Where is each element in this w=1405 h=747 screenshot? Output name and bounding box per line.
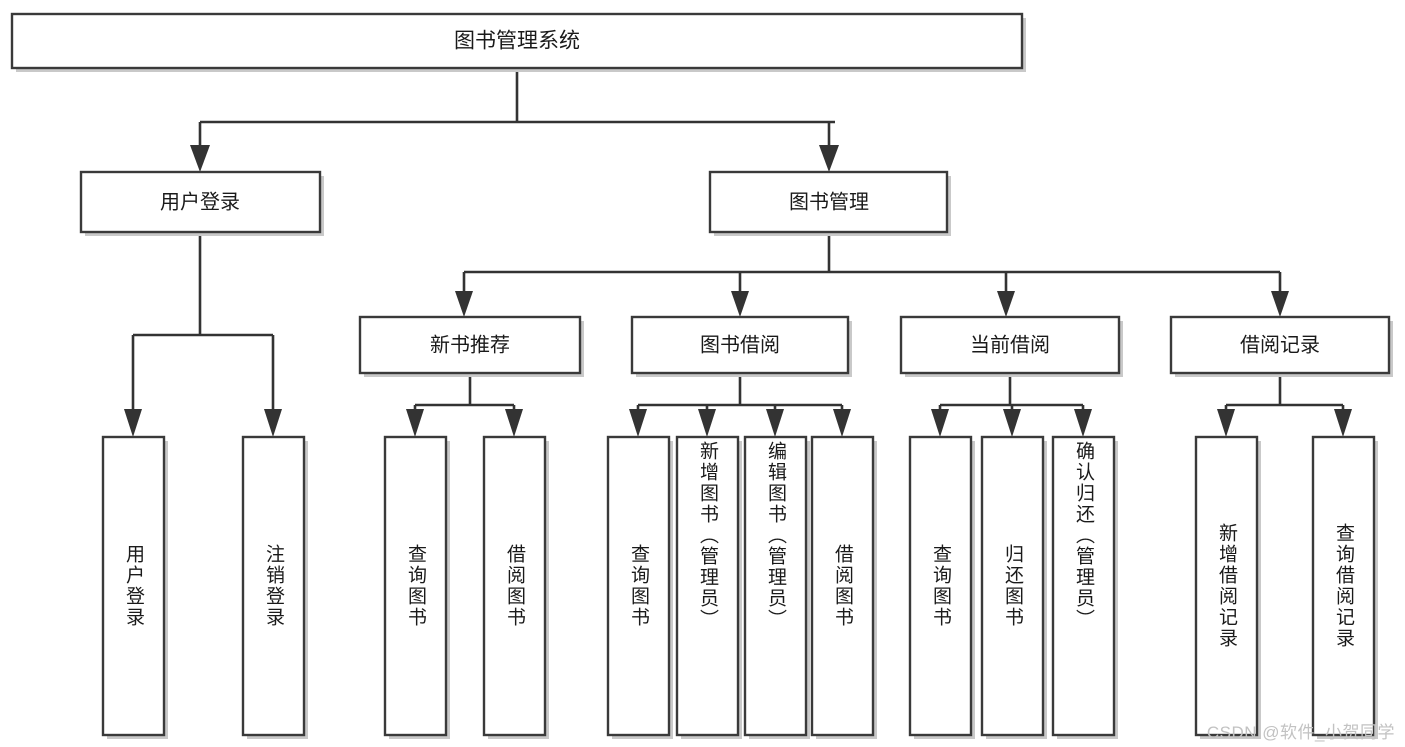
arrow-leaf-user-logout (264, 409, 282, 437)
node-user-login-label: 用户登录 (160, 190, 240, 213)
node-user-login[interactable]: 用户登录 (79, 170, 324, 236)
leaf-box-return-book[interactable] (980, 435, 1047, 739)
leaf-box-add-record[interactable] (1194, 435, 1261, 739)
leaf-box-confirm-return[interactable] (1051, 435, 1118, 739)
arrow-leaf-query-book-1 (406, 409, 424, 437)
arrow-leaf-add-record (1217, 409, 1235, 437)
node-book-borrow[interactable]: 图书借阅 (630, 315, 852, 377)
arrow-leaf-borrow-book-2 (833, 409, 851, 437)
leaf-box-add-book[interactable] (675, 435, 742, 739)
node-book-borrow-label: 图书借阅 (700, 333, 780, 356)
arrow-leaf-query-book-2 (629, 409, 647, 437)
node-book-manage-label: 图书管理 (789, 190, 869, 213)
node-book-manage[interactable]: 图书管理 (708, 170, 951, 236)
node-borrow-record-label: 借阅记录 (1240, 333, 1320, 356)
arrow-new-book-rec (455, 291, 473, 317)
arrow-user-login (190, 145, 210, 172)
arrow-leaf-confirm-return (1074, 409, 1092, 437)
arrow-leaf-query-record (1334, 409, 1352, 437)
watermark: CSDN @软件_小贺同学 (1206, 723, 1395, 742)
arrow-borrow-record (1271, 291, 1289, 317)
connector-layer (124, 68, 1352, 437)
arrow-leaf-user-login (124, 409, 142, 437)
arrow-leaf-query-book-3 (931, 409, 949, 437)
leaf-box-query-record[interactable] (1311, 435, 1378, 739)
node-borrow-record[interactable]: 借阅记录 (1169, 315, 1393, 377)
arrow-leaf-add-book (698, 409, 716, 437)
node-new-book-rec[interactable]: 新书推荐 (358, 315, 584, 377)
leaf-box-borrow-book-1[interactable] (482, 435, 549, 739)
node-current-borrow-label: 当前借阅 (970, 333, 1050, 356)
arrow-book-manage (819, 145, 839, 172)
arrow-leaf-return-book (1003, 409, 1021, 437)
node-new-book-rec-label: 新书推荐 (430, 333, 510, 356)
node-root-label: 图书管理系统 (454, 30, 580, 53)
leaf-box-borrow-book-2[interactable] (810, 435, 877, 739)
leaf-box-layer (101, 435, 1378, 739)
arrow-leaf-borrow-book-1 (505, 409, 523, 437)
node-root[interactable]: 图书管理系统 (10, 12, 1026, 72)
leaf-box-user-logout[interactable] (241, 435, 308, 739)
leaf-box-edit-book[interactable] (743, 435, 810, 739)
node-current-borrow[interactable]: 当前借阅 (899, 315, 1123, 377)
arrow-current-borrow (997, 291, 1015, 317)
arrow-book-borrow (731, 291, 749, 317)
leaf-box-query-book-2[interactable] (606, 435, 673, 739)
arrow-leaf-edit-book (766, 409, 784, 437)
leaf-box-user-login[interactable] (101, 435, 168, 739)
leaf-box-query-book-1[interactable] (383, 435, 450, 739)
leaf-box-query-book-3[interactable] (908, 435, 975, 739)
